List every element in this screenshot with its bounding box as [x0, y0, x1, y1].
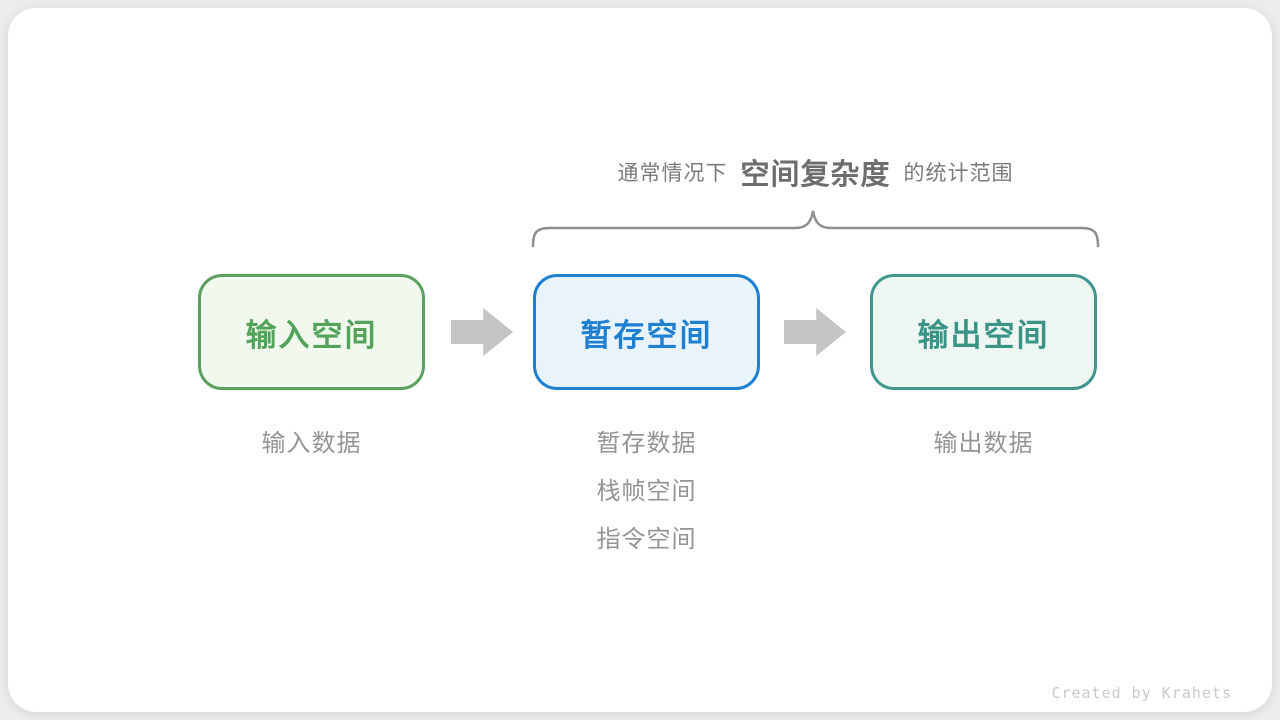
arrow-right-icon	[451, 308, 513, 356]
input-space-items: 输入数据	[198, 420, 425, 468]
title-prefix: 通常情况下	[617, 162, 728, 185]
list-item: 暂存数据	[596, 430, 697, 457]
title-highlight: 空间复杂度	[740, 159, 891, 191]
list-item: 指令空间	[596, 526, 697, 553]
diagram-title: 通常情况下 空间复杂度 的统计范围	[533, 146, 1098, 198]
list-item: 输入数据	[261, 430, 362, 457]
box-input-space: 输入空间	[198, 274, 425, 390]
output-space-items: 输出数据	[870, 420, 1097, 468]
list-item: 栈帧空间	[596, 478, 697, 505]
box-temp-space: 暂存空间	[533, 274, 760, 390]
arrow-right-icon	[784, 308, 846, 356]
box-temp-space-label: 暂存空间	[580, 317, 713, 353]
box-output-space-label: 输出空间	[917, 317, 1050, 353]
scope-brace	[531, 210, 1100, 248]
credit-text: Created by Krahets	[1051, 684, 1232, 702]
temp-space-items: 暂存数据 栈帧空间 指令空间	[533, 420, 760, 564]
box-input-space-label: 输入空间	[245, 317, 378, 353]
box-output-space: 输出空间	[870, 274, 1097, 390]
canvas-card: 通常情况下 空间复杂度 的统计范围 输入空间 暂存空间 输出空间 输入数据 暂存…	[8, 8, 1272, 712]
list-item: 输出数据	[933, 430, 1034, 457]
title-suffix: 的统计范围	[903, 162, 1014, 185]
